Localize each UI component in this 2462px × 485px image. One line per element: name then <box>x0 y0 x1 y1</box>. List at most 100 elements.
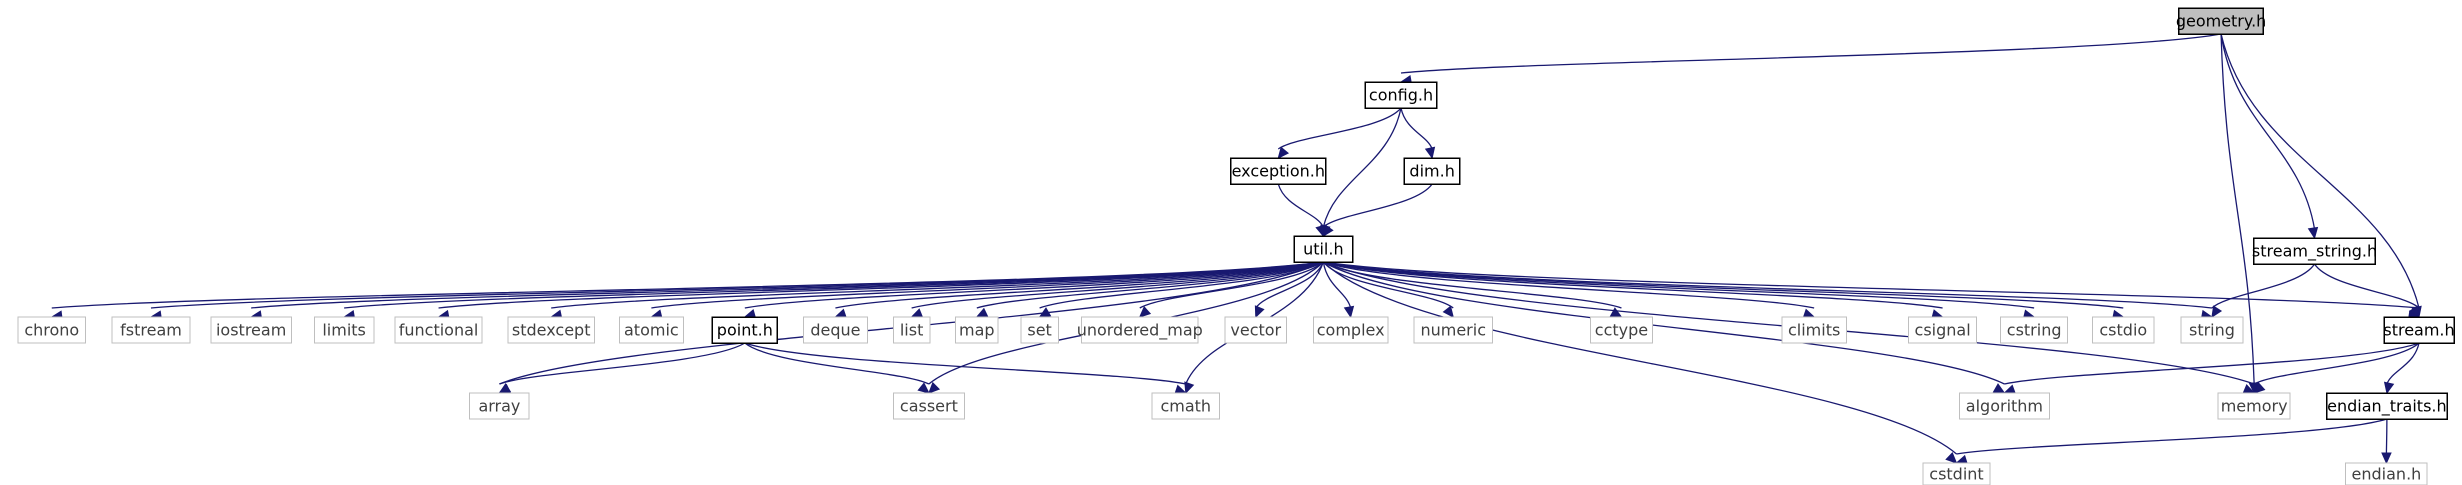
node-vector: vector <box>1224 316 1287 344</box>
node-label: memory <box>2221 397 2288 416</box>
node-box <box>2217 392 2291 420</box>
node-cassert: cassert <box>892 392 965 420</box>
edge-point-to-array <box>498 342 746 394</box>
node-limits: limits <box>313 316 375 344</box>
node-exception[interactable]: exception.h <box>1230 157 1327 185</box>
edge-stream-to-algorithm <box>2003 342 2420 395</box>
node-label: cstdio <box>2099 321 2147 340</box>
node-label: dim.h <box>1409 162 1454 181</box>
node-stream[interactable]: stream.h <box>2383 316 2455 344</box>
node-label: csignal <box>1915 321 1971 340</box>
node-box <box>892 316 931 344</box>
node-climits: climits <box>1781 316 1847 344</box>
arrowhead-icon <box>928 381 941 394</box>
node-label: fstream <box>120 321 182 340</box>
edge-util-to-string <box>1323 261 2214 321</box>
node-label: unordered_map <box>1077 321 1203 341</box>
node-config[interactable]: config.h <box>1364 81 1438 109</box>
node-label: deque <box>810 321 860 340</box>
edge-stream_string-to-stream <box>2313 263 2420 319</box>
edge-geometry-to-config <box>1399 33 2222 86</box>
node-box <box>1958 392 2050 420</box>
node-label: vector <box>1230 321 1281 340</box>
arrowhead-icon <box>1992 383 2006 394</box>
node-label: atomic <box>624 321 679 340</box>
node-label: endian_traits.h <box>2327 397 2446 417</box>
edge-line <box>651 261 1324 309</box>
arrowhead-icon <box>975 307 989 318</box>
node-label: map <box>959 321 995 340</box>
node-cstdint: cstdint <box>1922 462 1991 485</box>
edge-point-to-cassert <box>744 342 930 394</box>
node-box <box>2383 316 2455 344</box>
node-box <box>1413 316 1494 344</box>
node-label: endian.h <box>2352 465 2422 484</box>
node-complex: complex <box>1312 316 1389 344</box>
node-cctype: cctype <box>1589 316 1654 344</box>
edge-stream_string-to-string <box>2211 263 2316 319</box>
node-endian-traits[interactable]: endian_traits.h <box>2325 392 2449 420</box>
graph-nodes: geometry.h config.h exception.h dim.h util.h… <box>17 7 2455 485</box>
node-dim[interactable]: dim.h <box>1403 157 1461 185</box>
edge-line <box>1323 261 2420 309</box>
edge-line <box>835 261 1324 309</box>
arrowhead-icon <box>2408 305 2420 319</box>
edge-line <box>551 261 1324 309</box>
node-label: list <box>900 321 924 340</box>
edge-util-to-limits <box>342 261 1324 321</box>
edge-line <box>1322 261 1352 309</box>
node-label: stdexcept <box>512 321 591 340</box>
node-box <box>1151 392 1220 420</box>
node-box <box>618 316 684 344</box>
arrowhead-icon <box>1184 381 1195 395</box>
node-box <box>469 392 530 420</box>
arrowhead-icon <box>1277 146 1290 159</box>
node-point[interactable]: point.h <box>711 316 779 344</box>
node-box <box>1589 316 1654 344</box>
node-box <box>2252 237 2377 265</box>
edge-line <box>1323 261 1815 309</box>
node-label: climits <box>1788 321 1840 340</box>
edge-util-to-complex <box>1322 261 1355 319</box>
node-box <box>1230 157 1327 185</box>
arrowhead-icon <box>910 308 924 318</box>
edge-line <box>976 261 1324 309</box>
node-box <box>210 316 292 344</box>
arrowhead-icon <box>498 383 512 394</box>
node-box <box>1020 316 1059 344</box>
node-box <box>17 316 86 344</box>
node-box <box>2180 316 2244 344</box>
edge-line <box>499 342 746 385</box>
edge-config-to-exception <box>1277 107 1402 159</box>
node-label: cctype <box>1595 321 1648 340</box>
node-box <box>892 392 965 420</box>
edge-line <box>1139 261 1324 309</box>
node-label: point.h <box>717 321 773 340</box>
arrowhead-icon <box>1442 305 1454 318</box>
edge-line <box>1323 261 2124 309</box>
node-memory: memory <box>2217 392 2291 420</box>
edge-util-to-vector <box>1254 261 1324 319</box>
node-label: numeric <box>1420 321 1486 340</box>
node-label: exception.h <box>1232 162 1325 181</box>
edge-exception-to-util <box>1277 183 1326 238</box>
node-box <box>2325 392 2449 420</box>
edge-util-to-stream <box>1323 261 2421 321</box>
node-algorithm: algorithm <box>1958 392 2050 420</box>
edge-line <box>438 261 1324 309</box>
edge-line <box>744 342 1186 385</box>
node-label: array <box>478 397 520 416</box>
edge-point-to-cmath <box>744 342 1187 395</box>
edge-line <box>2220 33 2420 309</box>
node-endian: endian.h <box>2345 462 2428 485</box>
node-util[interactable]: util.h <box>1293 235 1354 263</box>
node-box <box>2178 7 2264 35</box>
node-label: complex <box>1317 321 1385 340</box>
edge-endian_traits-to-endian <box>2381 418 2392 465</box>
node-stream-string[interactable]: stream_string.h <box>2252 237 2377 265</box>
arrowhead-icon <box>2253 382 2266 394</box>
edge-line <box>2313 263 2420 309</box>
node-geometry[interactable]: geometry.h <box>2176 7 2266 35</box>
node-label: stream.h <box>2383 321 2454 340</box>
